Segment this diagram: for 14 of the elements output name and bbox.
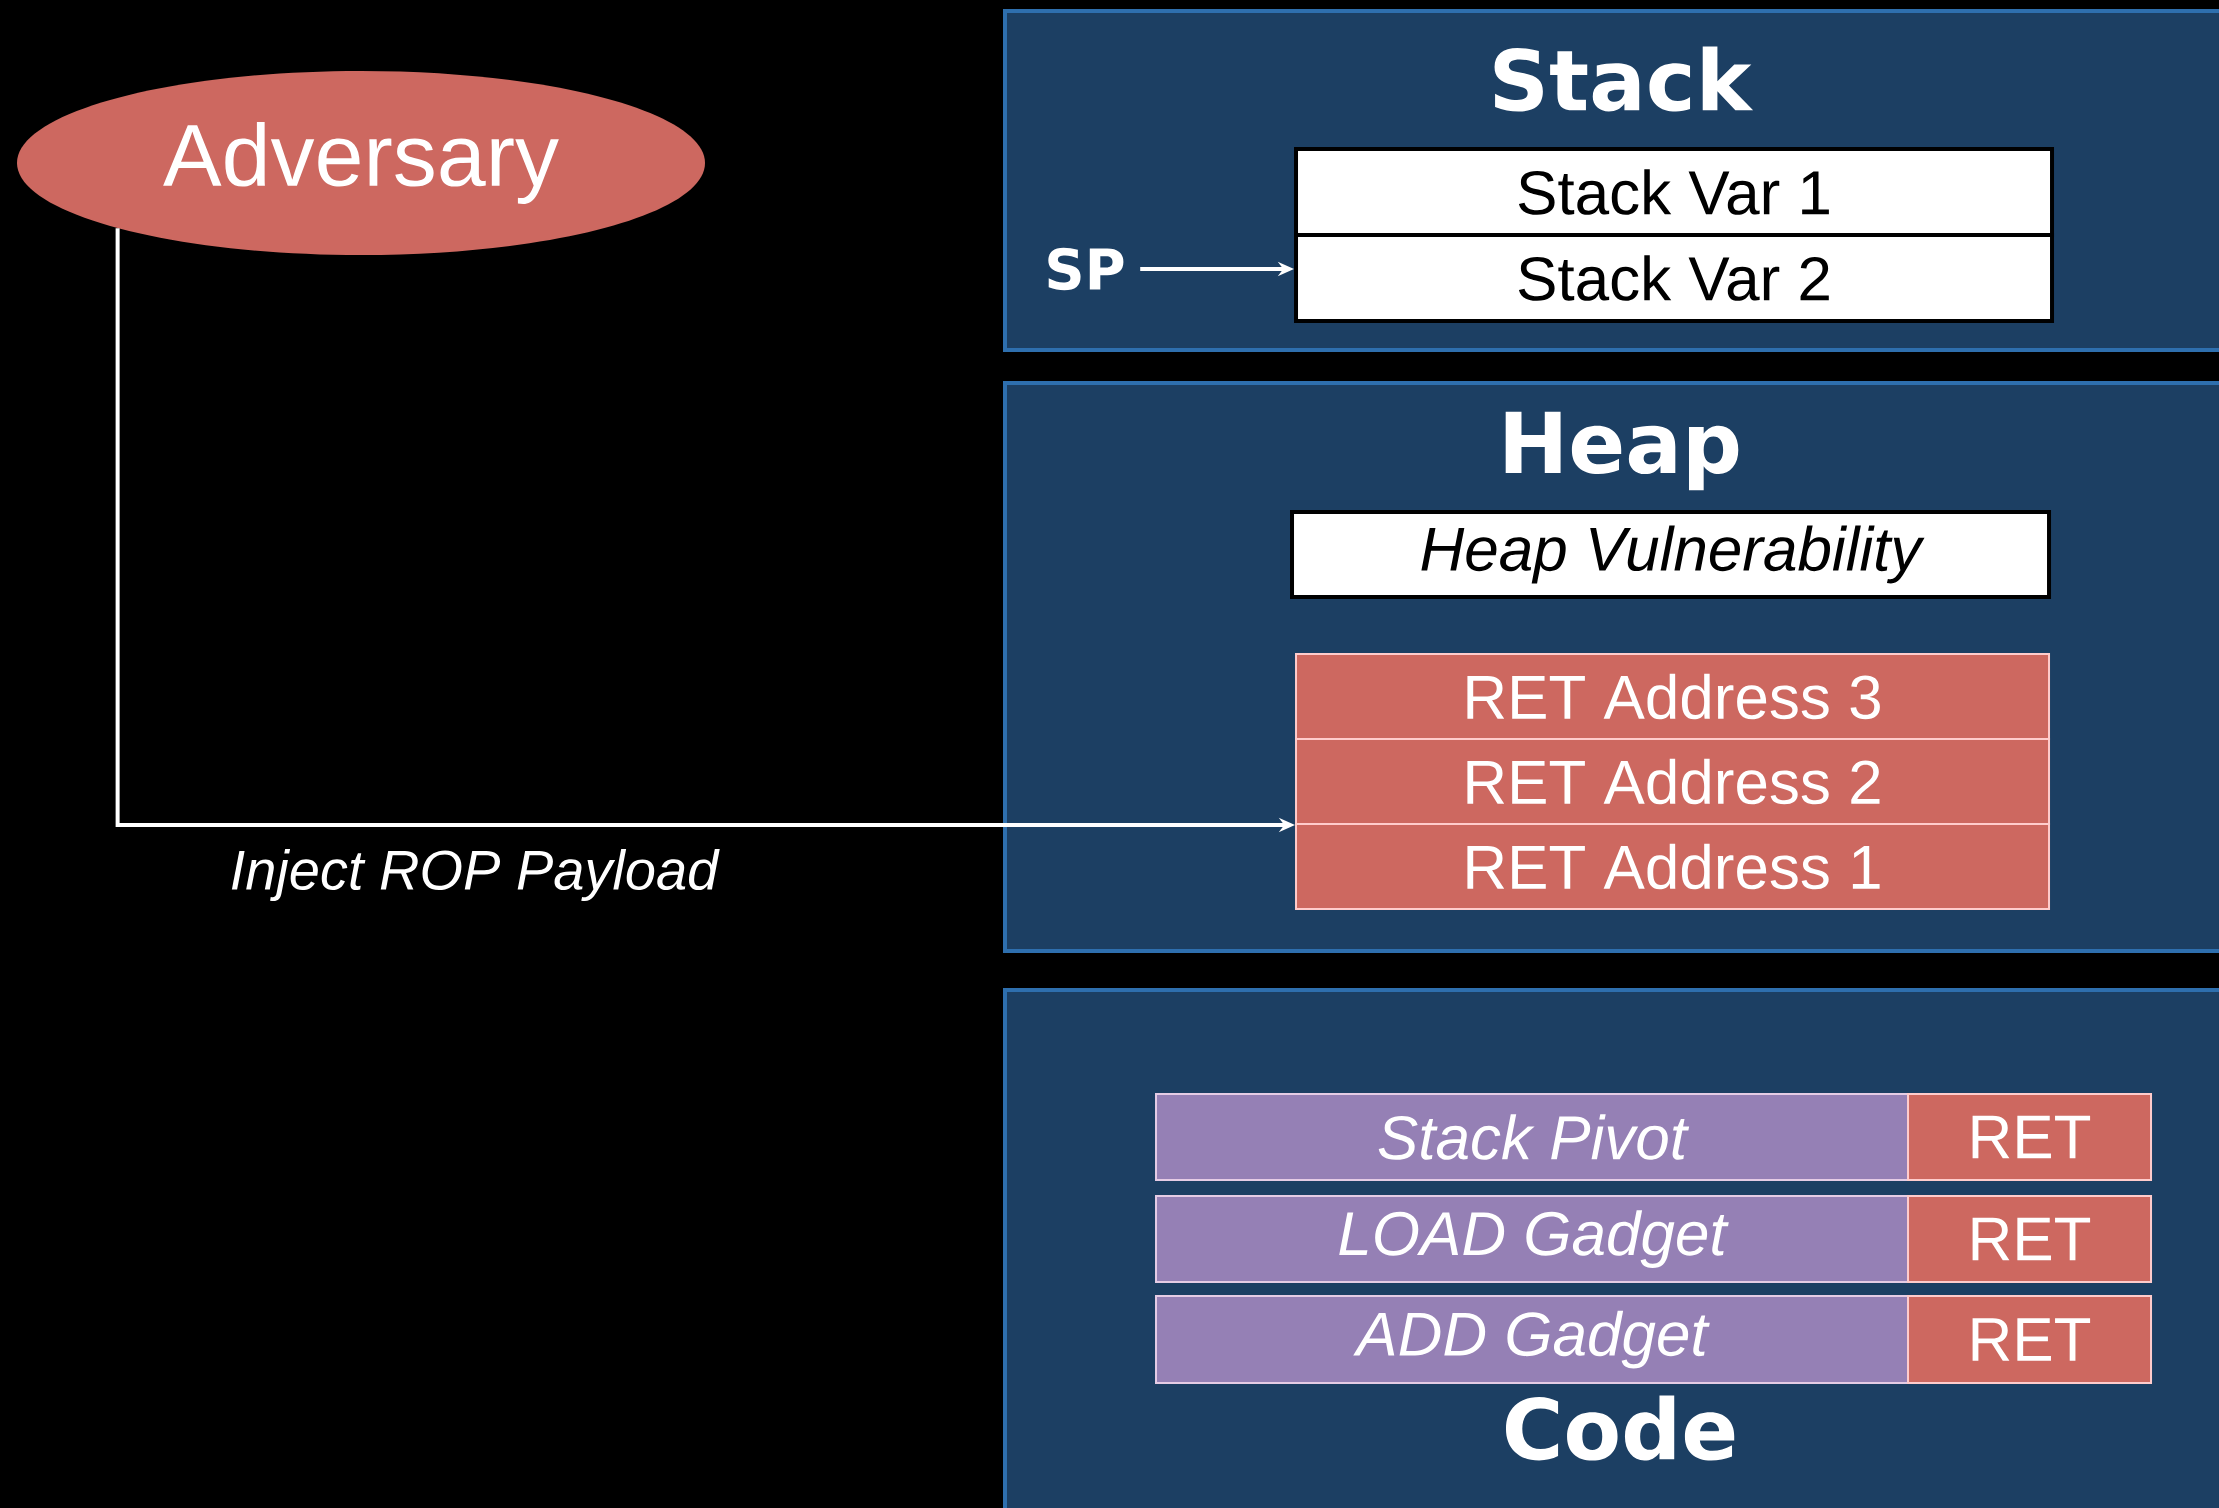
stack-slot: Stack Var 1 xyxy=(1294,147,2054,237)
gadget-box: ADD Gadget xyxy=(1155,1295,1909,1384)
address-slot: RET Address 2 xyxy=(1295,738,2050,825)
ret-box: RET xyxy=(1907,1195,2153,1283)
ret-box: RET xyxy=(1907,1295,2153,1384)
stack-slot: Stack Var 2 xyxy=(1294,233,2054,323)
gadget-box: Stack Pivot xyxy=(1155,1093,1909,1181)
vulnerability-box: Heap Vulnerability xyxy=(1290,510,2051,599)
address-slot: RET Address 3 xyxy=(1295,653,2050,740)
gadget-box: LOAD Gadget xyxy=(1155,1195,1909,1283)
address-slot: RET Address 1 xyxy=(1295,823,2050,910)
register-label: SP xyxy=(1048,247,1124,291)
ret-box: RET xyxy=(1907,1093,2153,1181)
edge-label: Inject ROP Payload xyxy=(231,848,720,902)
